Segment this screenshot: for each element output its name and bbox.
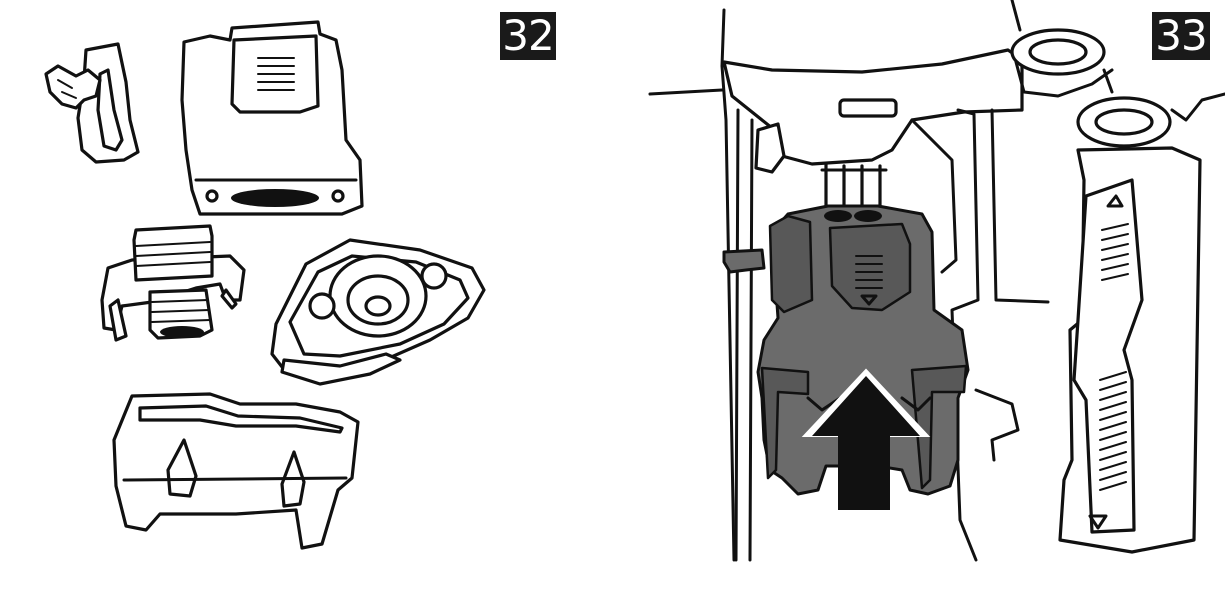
valve-part-icon (44, 42, 140, 164)
step-33-illustration (648, 0, 1225, 562)
step-number-badge: 32 (500, 12, 556, 60)
step-32-panel: 32 (0, 0, 600, 602)
insert-up-arrow-icon (801, 368, 931, 510)
gasket-plate-icon (270, 238, 486, 386)
top-cover-icon (180, 20, 364, 216)
water-tank-icon (1058, 146, 1202, 554)
machine-body-icon (648, 0, 1050, 562)
step-33-panel: 33 (612, 0, 1225, 602)
side-column-icon (1010, 28, 1225, 148)
step-number-badge: 33 (1152, 12, 1210, 60)
bottom-frame-icon (112, 392, 360, 550)
coupler-icon (100, 224, 246, 342)
coffee-pipes-icon (820, 162, 888, 210)
step-32-illustration (44, 20, 486, 550)
